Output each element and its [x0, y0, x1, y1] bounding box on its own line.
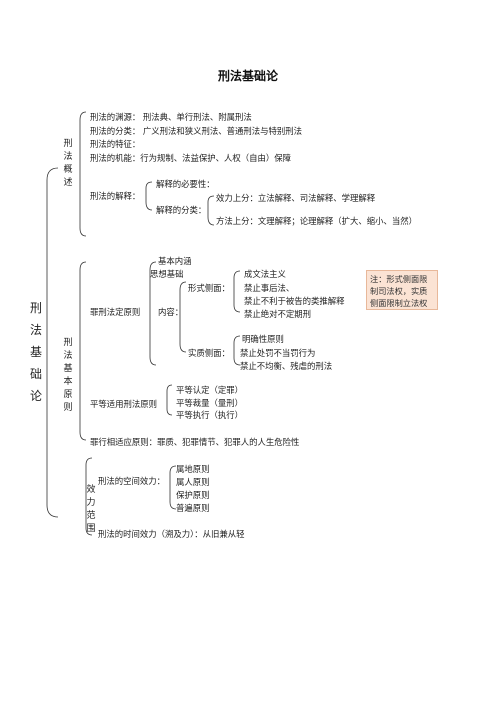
- space-line: 刑法的空间效力：: [98, 476, 165, 486]
- formal-item-3: 禁止不利于被告的类推解释: [244, 296, 345, 306]
- substantive-item-2: 禁止处罚不当罚行为: [240, 348, 316, 358]
- formal-item-2: 禁止事后法、: [244, 283, 295, 293]
- equality-brace: [166, 384, 173, 416]
- features-line: 刑法的特征：: [90, 139, 141, 149]
- equality-item-1: 平等认定（定罪）: [176, 385, 243, 395]
- by-method-line: 方法上分：文理解释；论理解释（扩大、缩小、当然）: [216, 216, 417, 226]
- substantive-item-1: 明确性原则: [242, 334, 284, 344]
- content-line: 内容：: [158, 307, 184, 317]
- interpretation-brace: [145, 181, 153, 211]
- types-line: 解释的分类：: [156, 205, 207, 215]
- formal-item-4: 禁止绝对不定期刑: [244, 309, 311, 319]
- scope-label: 效力范围: [86, 485, 96, 534]
- source-line: 刑法的渊源： 刑法典、单行刑法、附属刑法: [90, 112, 252, 122]
- by-force-line: 效力上分：立法解释、司法解释、学理解释: [216, 193, 376, 203]
- space-item-4: 普遍原则: [176, 503, 210, 513]
- legality-brace: [149, 261, 157, 366]
- root-brace: [46, 167, 59, 518]
- overview-brace: [79, 111, 87, 237]
- ideology-line: 思想基础: [150, 269, 184, 279]
- substantive-line: 实质侧面：: [188, 348, 230, 358]
- proportion-line: 罪行相适应原则：罪质、犯罪情节、犯罪人的人生危险性: [90, 437, 300, 447]
- formal-line: 形式侧面：: [188, 283, 230, 293]
- substantive-item-3: 禁止不均衡、残虐的刑法: [240, 361, 333, 371]
- principles-brace: [79, 261, 87, 441]
- root-label: 刑法基础论: [29, 301, 42, 403]
- content-brace: [179, 281, 187, 353]
- functions-line: 刑法的机能：行为规制、法益保护、人权（自由）保障: [90, 153, 291, 163]
- overview-label: 刑法概述: [63, 139, 73, 188]
- interpretation-line: 刑法的解释：: [90, 191, 141, 201]
- page-title: 刑法基础论: [217, 69, 278, 83]
- equality-line: 平等适用刑法原则: [90, 399, 157, 409]
- necessity-line: 解释的必要性：: [156, 179, 215, 189]
- formal-item-1: 成文法主义: [244, 269, 286, 279]
- space-brace: [169, 465, 177, 510]
- principles-label: 刑法基本原则: [63, 338, 73, 413]
- equality-item-2: 平等裁量（量刑）: [176, 398, 243, 408]
- equality-item-3: 平等执行（执行）: [176, 410, 243, 420]
- legality-line: 罪刑法定原则: [90, 307, 141, 317]
- scope-brace: [85, 457, 93, 536]
- time-line: 刑法的时间效力（溯及力）：从旧兼从轻: [98, 529, 245, 539]
- annotation-note: 注：形式侧面限制司法权，实质侧面限制立法权: [366, 270, 438, 310]
- formal-brace: [233, 270, 241, 313]
- substantive-brace: [233, 335, 241, 366]
- space-item-1: 属地原则: [176, 464, 210, 474]
- space-item-3: 保护原则: [176, 490, 210, 500]
- types-brace: [207, 195, 215, 226]
- space-item-2: 属人原则: [176, 477, 210, 487]
- classification-line: 刑法的分类： 广义刑法和狭义刑法、普通刑法与特别刑法: [90, 126, 303, 136]
- basic-meaning-line: 基本内涵: [158, 256, 192, 266]
